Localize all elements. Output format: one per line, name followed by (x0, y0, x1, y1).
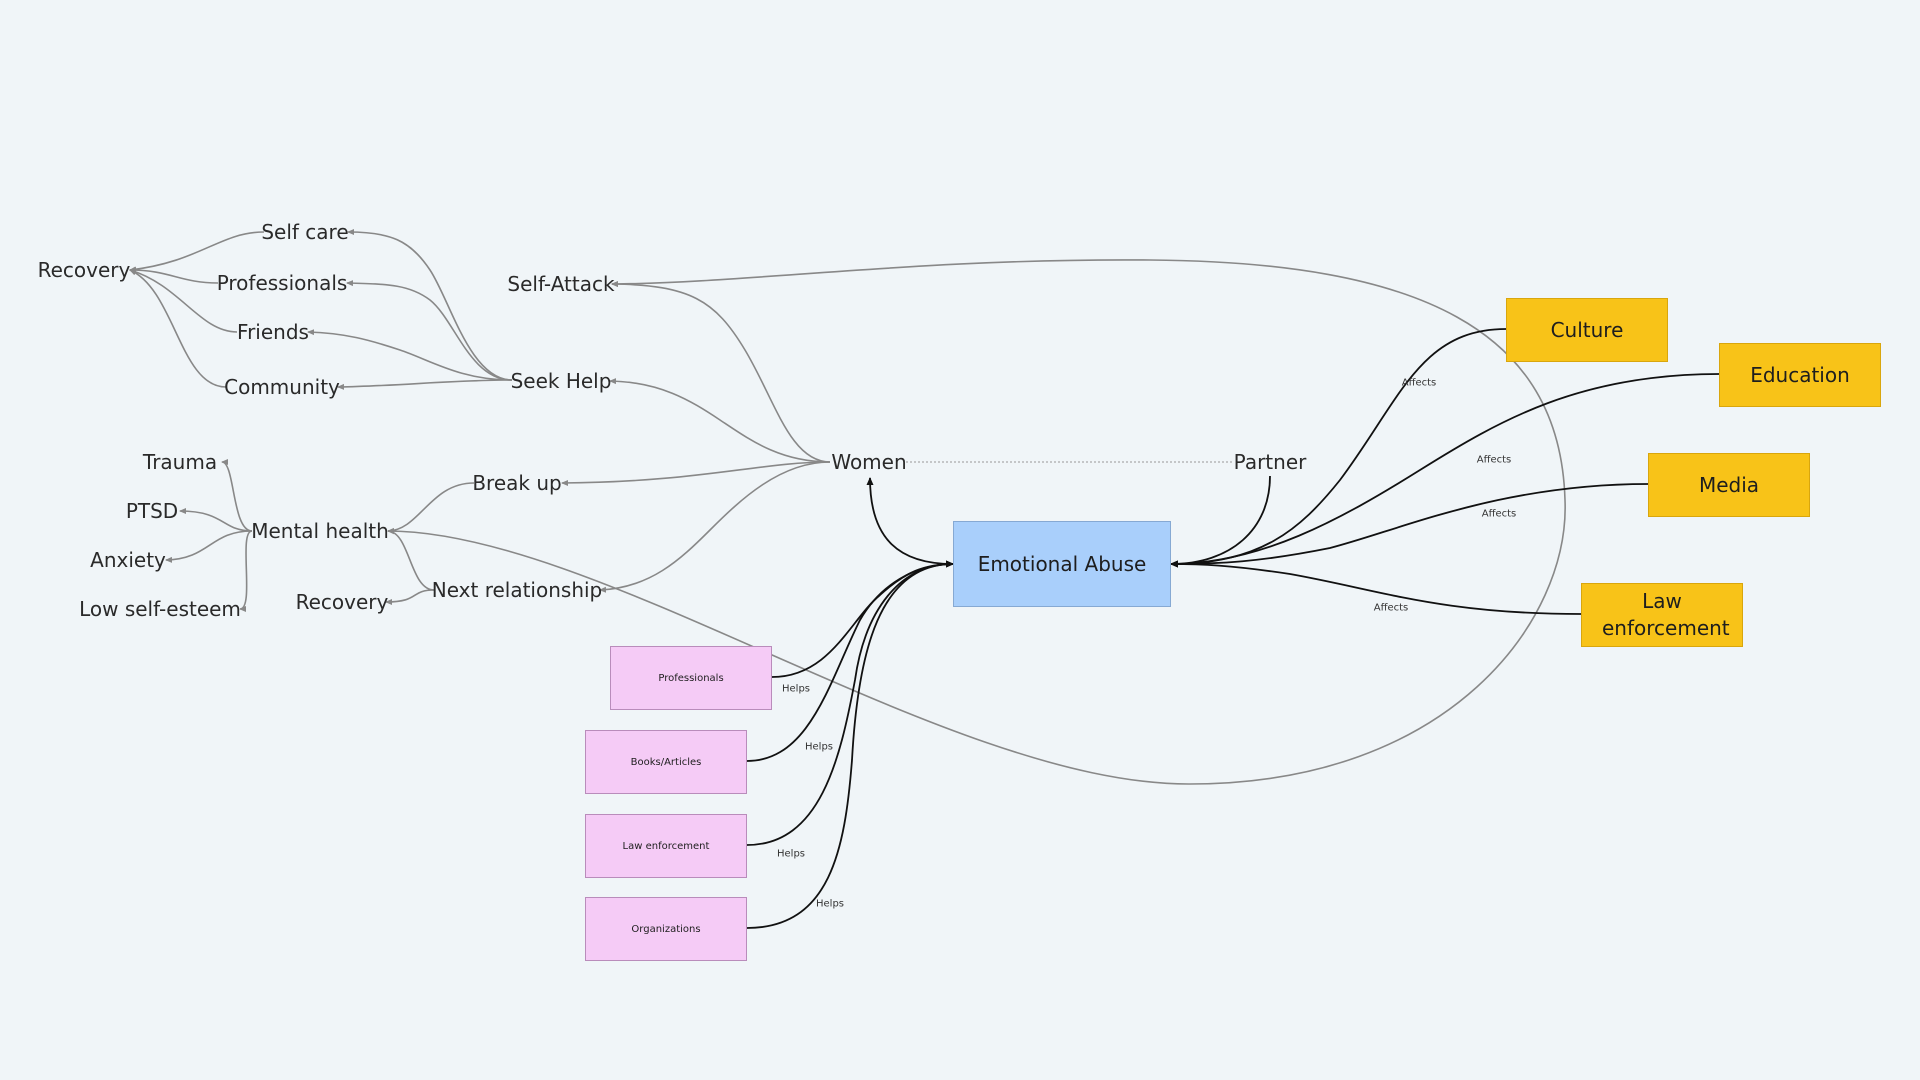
edge-women-break-up (561, 461, 831, 486)
edge-women-self-attack (611, 281, 831, 463)
node-professionals[interactable]: Professionals (216, 271, 348, 295)
edge-organizations-abuse (746, 560, 954, 929)
node-mental-health[interactable]: Mental health (251, 519, 389, 543)
edge-label-helps: Helps (804, 741, 834, 753)
node-recovery-bottom[interactable]: Recovery (295, 590, 389, 614)
edge-recovery-professionals (129, 267, 219, 284)
edge-next-relationship-recovery (385, 589, 435, 605)
factor-box-law-enforcement[interactable]: Law enforcement (1581, 583, 1743, 647)
edge-media-abuse (1170, 483, 1649, 568)
factor-label: Culture (1550, 317, 1624, 342)
factor-label: Media (1698, 472, 1760, 497)
node-break-up[interactable]: Break up (472, 471, 562, 495)
node-low-self-esteem[interactable]: Low self-esteem (79, 597, 241, 621)
central-node-emotional-abuse[interactable]: Emotional Abuse (953, 521, 1171, 607)
helper-box-professionals[interactable]: Professionals (610, 646, 772, 710)
node-self-care[interactable]: Self care (261, 220, 349, 244)
edge-label-affects: Affects (1373, 602, 1409, 614)
edge-next-relationship-mental-health (387, 528, 435, 591)
edge-law-abuse (1170, 560, 1582, 615)
helper-box-law-enforcement[interactable]: Law enforcement (585, 814, 747, 878)
edge-recovery-community (129, 269, 227, 388)
node-next-relationship[interactable]: Next relationship (431, 578, 603, 602)
node-seek-help[interactable]: Seek Help (510, 369, 612, 393)
edge-label-helps: Helps (815, 898, 845, 910)
edge-culture-abuse (1170, 328, 1507, 568)
helper-box-organizations[interactable]: Organizations (585, 897, 747, 961)
helper-label: Law enforcement (622, 840, 710, 852)
edge-mental-health-loop-self-attack (387, 259, 1566, 785)
helper-label: Books/Articles (630, 756, 702, 768)
node-recovery-left[interactable]: Recovery (37, 258, 131, 282)
factor-label: Law enforcement (1602, 589, 1730, 640)
edge-break-up-mental-health (387, 482, 475, 534)
node-trauma[interactable]: Trauma (142, 450, 218, 474)
factor-label: Education (1750, 362, 1850, 387)
edge-seek-help-professionals (346, 280, 513, 381)
edge-mh-ptsd (179, 508, 253, 532)
edge-abuse-women (866, 477, 954, 565)
node-partner[interactable]: Partner (1233, 450, 1307, 474)
factor-box-education[interactable]: Education (1719, 343, 1881, 407)
helper-box-books-articles[interactable]: Books/Articles (585, 730, 747, 794)
edge-mh-low-self-esteem (239, 530, 253, 612)
edge-recovery-friends (129, 268, 238, 333)
edge-seek-help-friends (307, 329, 513, 381)
node-women[interactable]: Women (831, 450, 907, 474)
helper-label: Professionals (658, 672, 724, 684)
edge-education-abuse (1170, 373, 1720, 568)
edge-law-helper-abuse (746, 560, 954, 846)
central-node-label: Emotional Abuse (977, 552, 1147, 576)
edge-label-affects: Affects (1401, 377, 1437, 389)
node-community[interactable]: Community (224, 375, 340, 399)
edge-professionals-abuse (771, 560, 954, 678)
edge-label-affects: Affects (1476, 454, 1512, 466)
edge-books-abuse (746, 560, 954, 762)
edge-recovery-self-care (129, 231, 265, 273)
edge-women-seek-help (609, 378, 831, 463)
node-friends[interactable]: Friends (237, 320, 309, 344)
factor-box-media[interactable]: Media (1648, 453, 1810, 517)
factor-box-culture[interactable]: Culture (1506, 298, 1668, 362)
edge-mh-trauma (221, 459, 253, 532)
edge-women-next-relationship (599, 461, 831, 593)
edge-seek-help-self-care (347, 229, 513, 381)
edge-seek-help-community (337, 379, 513, 390)
edge-label-helps: Helps (776, 848, 806, 860)
node-anxiety[interactable]: Anxiety (90, 548, 166, 572)
edge-mh-anxiety (165, 530, 253, 563)
helper-label: Organizations (631, 923, 701, 935)
node-ptsd[interactable]: PTSD (125, 499, 179, 523)
node-self-attack[interactable]: Self-Attack (507, 272, 615, 296)
edge-label-affects: Affects (1481, 508, 1517, 520)
edge-label-helps: Helps (781, 683, 811, 695)
